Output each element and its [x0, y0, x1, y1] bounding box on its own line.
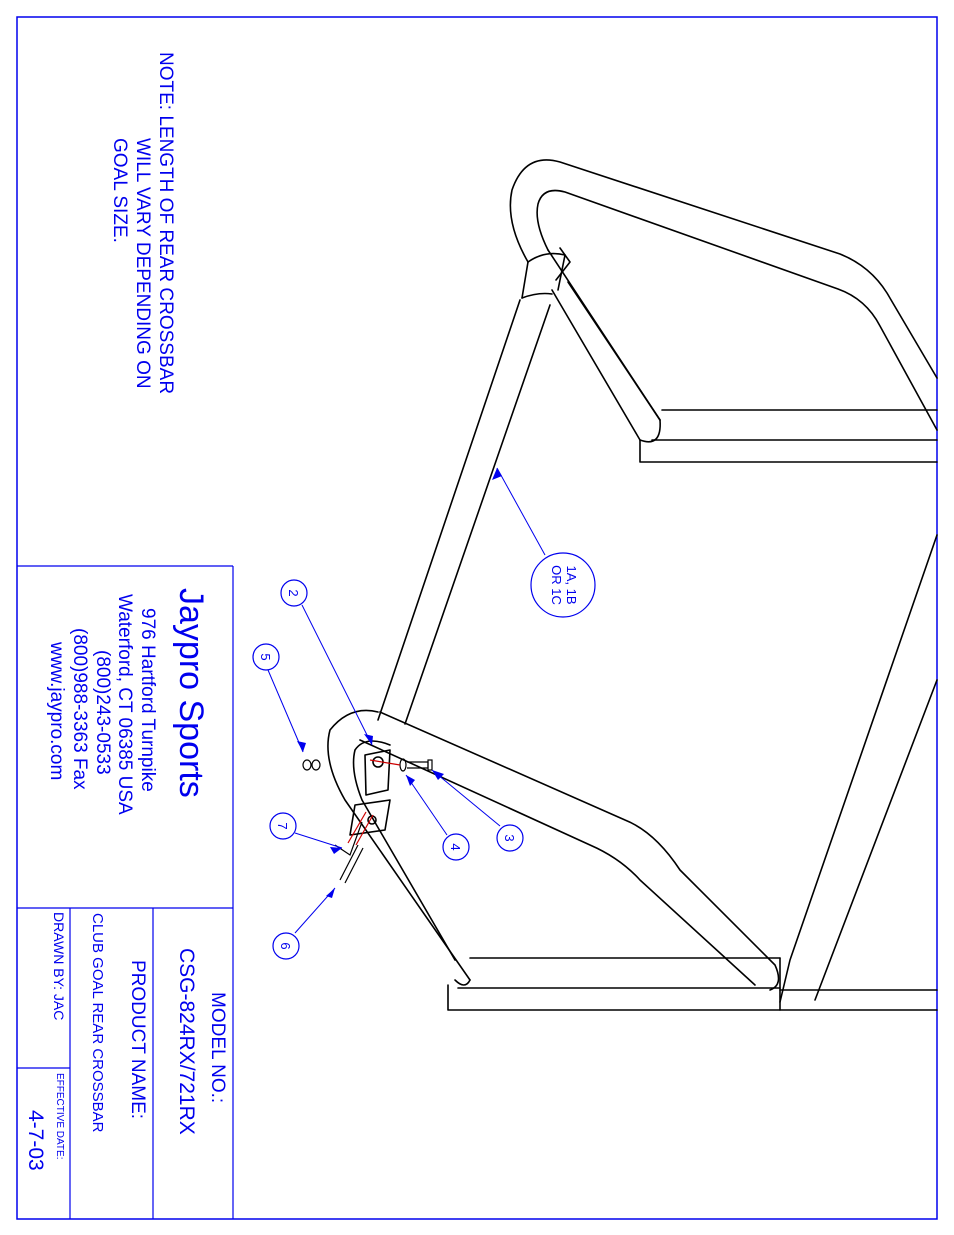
- callout-leaders: [267, 467, 546, 934]
- note-block: NOTE: LENGTH OF REAR CROSSBAR WILL VARY …: [109, 52, 176, 394]
- sheet-border: [16, 16, 938, 1220]
- company-address: 976 Hartford Turnpike: [137, 608, 158, 792]
- callout-6-label: 6: [278, 942, 293, 949]
- callout-arrowheads: [297, 468, 502, 898]
- company-phone: (800)243-0533: [92, 650, 113, 775]
- callout-7-bubble: 7: [269, 812, 297, 840]
- callout-1-bubble: 1A, 1B OR 1C: [530, 552, 596, 618]
- title-block: MODEL NO.: CSG-824RX/721RX PRODUCT NAME:…: [17, 908, 228, 1219]
- callout-3-bubble: 3: [496, 824, 524, 852]
- callout-4-bubble: 4: [442, 833, 470, 861]
- note-line-2: WILL VARY DEPENDING ON: [132, 138, 153, 389]
- callout-2-bubble: 2: [280, 579, 308, 607]
- note-line-3: GOAL SIZE.: [109, 138, 130, 243]
- model-value: CSG-824RX/721RX: [175, 948, 198, 1135]
- callout-1-line1: 1A, 1B: [564, 565, 579, 604]
- product-value: CLUB GOAL REAR CROSSBAR: [89, 913, 106, 1133]
- product-label: PRODUCT NAME:: [127, 960, 148, 1119]
- callout-7-label: 7: [275, 822, 290, 829]
- note-line-1: NOTE: LENGTH OF REAR CROSSBAR: [155, 52, 176, 394]
- company-web: www.jaypro.com: [46, 641, 67, 780]
- callout-4-label: 4: [448, 843, 463, 850]
- company-name: Jaypro Sports: [172, 588, 210, 798]
- model-label: MODEL NO.:: [207, 992, 228, 1103]
- callout-3-label: 3: [502, 834, 517, 841]
- goal-frame: [327, 159, 938, 1011]
- hardware-accent: [347, 759, 401, 846]
- callout-6-bubble: 6: [272, 932, 300, 960]
- company-city: Waterford, CT 06385 USA: [114, 594, 135, 815]
- drawn-by: DRAWN BY: JAC: [51, 912, 67, 1020]
- effective-date-value: 4-7-03: [24, 1110, 47, 1171]
- company-fax: (800)988-3363 Fax: [69, 628, 90, 790]
- callout-5-label: 5: [258, 653, 273, 660]
- effective-date-label: EFFECTIVE DATE:: [54, 1073, 65, 1160]
- callout-5-bubble: 5: [252, 643, 280, 671]
- callout-2-label: 2: [286, 589, 301, 596]
- company-block: Jaypro Sports 976 Hartford Turnpike Wate…: [17, 565, 234, 1219]
- callout-1-line2: OR 1C: [549, 565, 564, 605]
